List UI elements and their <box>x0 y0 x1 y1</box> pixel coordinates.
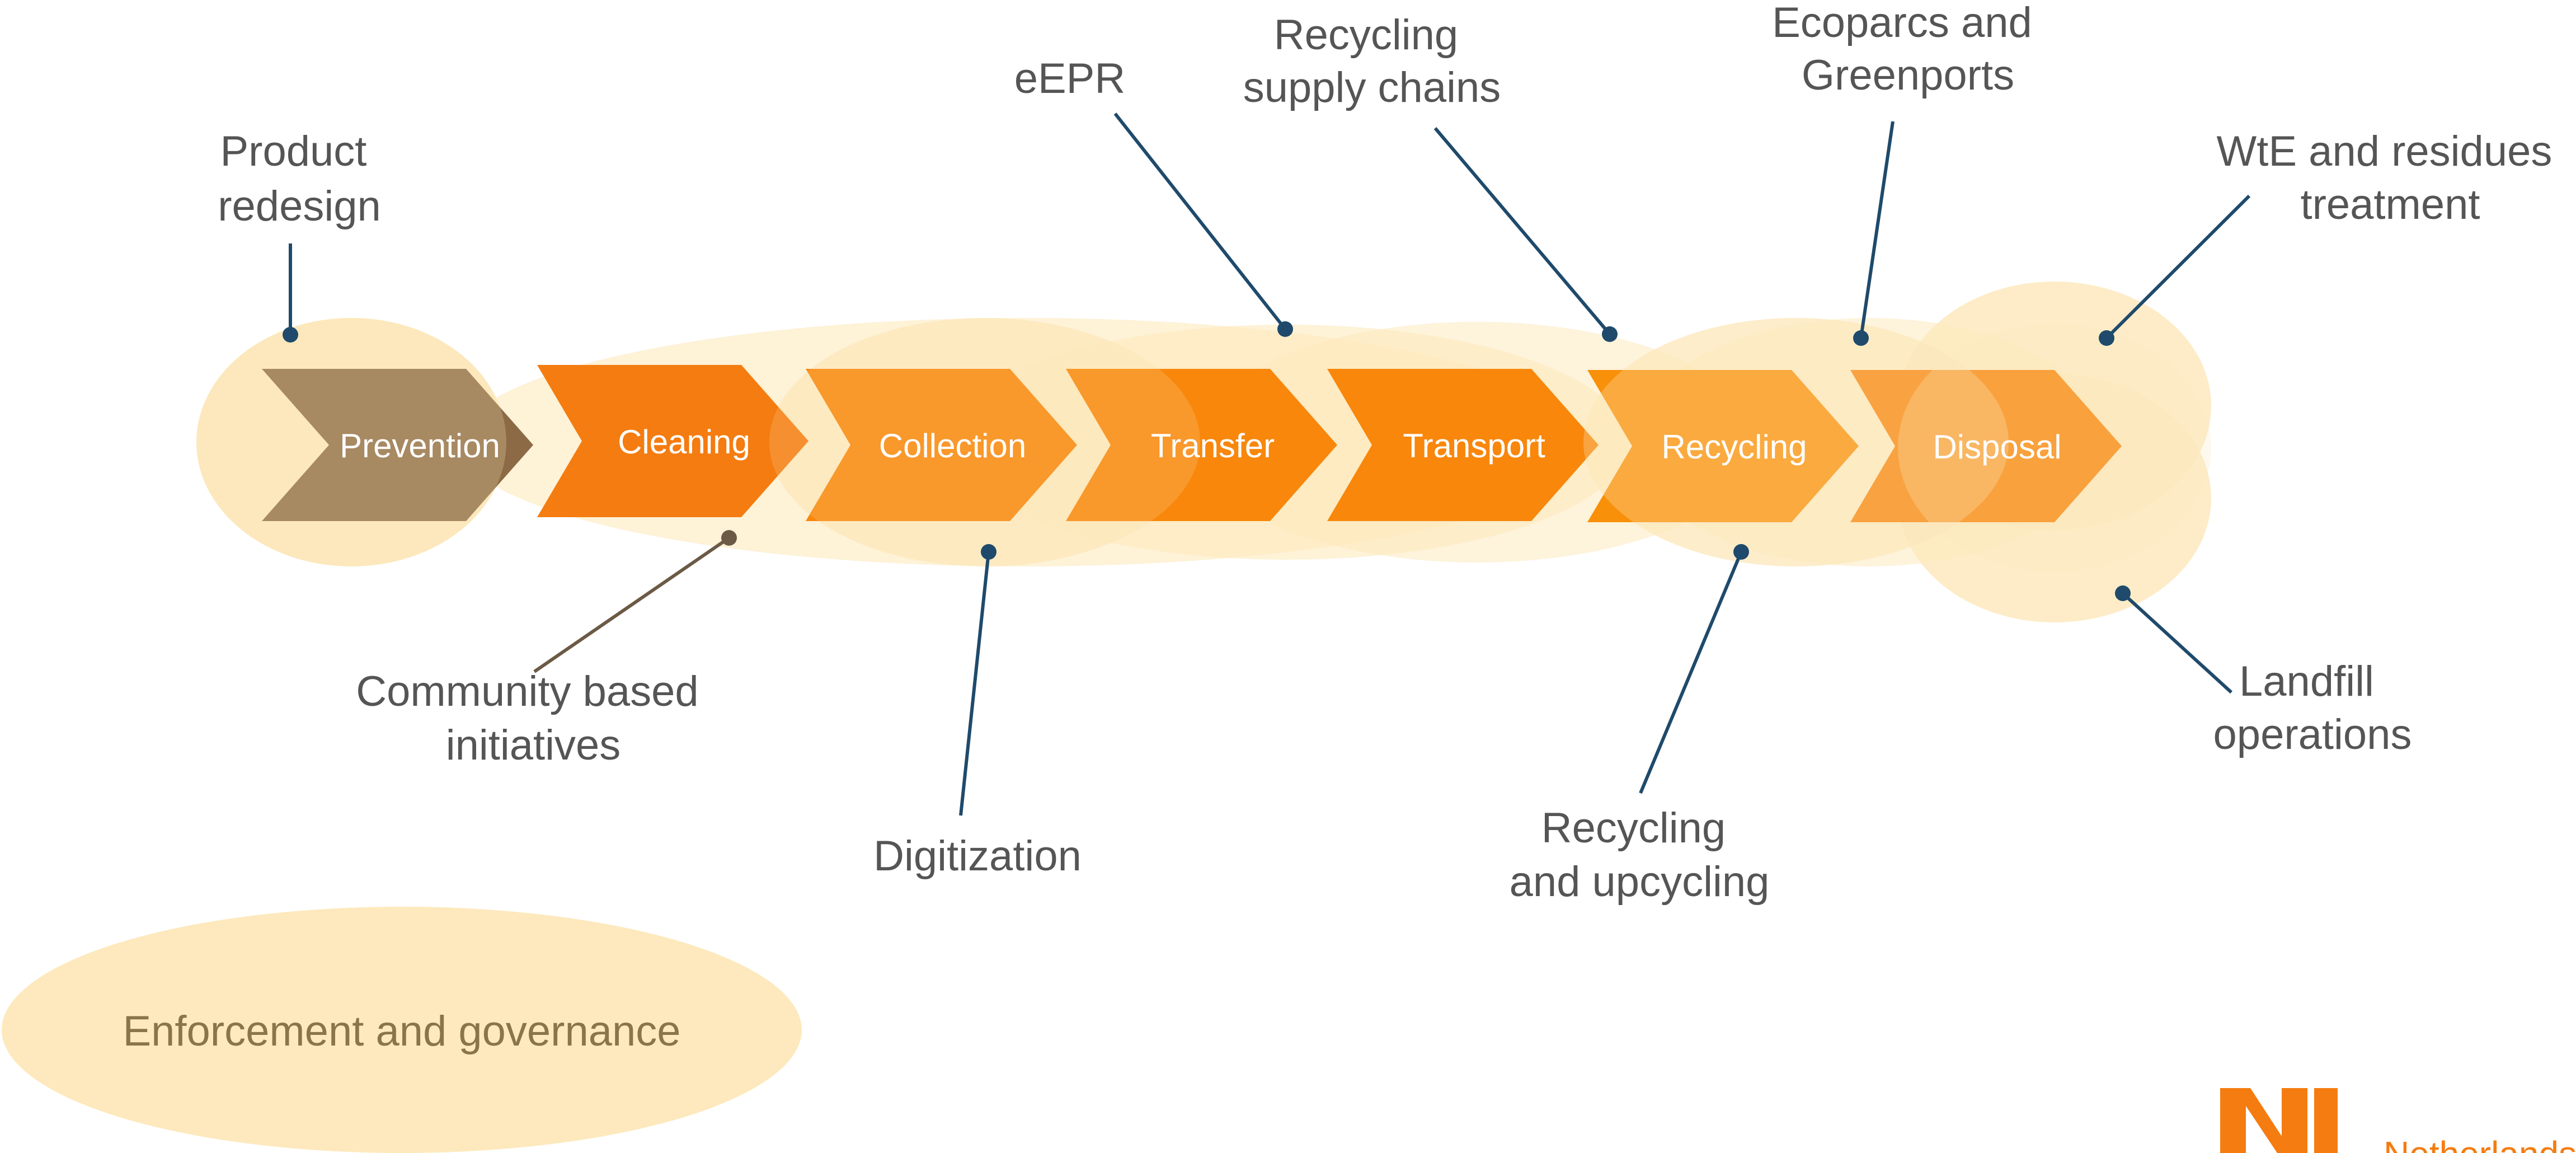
nl-brand-logo: Netherlands <box>2220 1088 2576 1153</box>
connector-community <box>533 536 730 673</box>
callout-line: WtE and residues <box>2217 128 2553 175</box>
connector-dot-recycling-supply-chains <box>1602 326 1618 342</box>
callout-ecoparcs: Ecoparcs and Greenports <box>1772 0 2044 99</box>
callout-community: Community based initiatives <box>356 668 711 769</box>
highlight-overlay <box>196 318 2211 572</box>
chevron-label-transport: Transport <box>1403 427 1545 465</box>
callout-product-redesign: Product redesign <box>218 128 381 230</box>
chevron-label-prevention: Prevention <box>340 427 500 465</box>
logo-mark <box>2220 1088 2307 1153</box>
callout-line: treatment <box>2300 181 2480 228</box>
connector-recycling-upcycling <box>1639 551 1743 794</box>
callout-labels: Product redesign eEPR Recycling supply c… <box>218 0 2564 906</box>
chevron-label-disposal: Disposal <box>1933 428 2061 466</box>
logo-tagline: Netherlands <box>2384 1134 2576 1153</box>
callout-line: Landfill <box>2239 658 2374 705</box>
chevron-label-transfer: Transfer <box>1151 427 1275 465</box>
connector-recycling-supply-chains <box>1433 127 1611 335</box>
connector-dot-community <box>721 530 737 546</box>
chevron-collection <box>806 369 1077 521</box>
stage-chevrons <box>262 365 2122 522</box>
callout-line: Recycling <box>1274 11 1458 59</box>
callout-wte: WtE and residues treatment <box>2217 128 2564 228</box>
connector-ecoparcs <box>1859 121 1895 339</box>
overlay-disposal <box>1898 324 2211 572</box>
connector-dot-recycling-upcycling <box>1733 544 1749 560</box>
callout-line: Greenports <box>1802 51 2014 99</box>
chevron-cleaning <box>537 365 808 517</box>
chevron-disposal <box>1850 370 2122 522</box>
callout-digitization: Digitization <box>873 832 1082 880</box>
stage-labels: Prevention Cleaning Collection Transfer Tran… <box>340 423 2061 466</box>
callout-recycling-upcycling: Recycling and upcycling <box>1510 804 1770 906</box>
connector-dot-ecoparcs <box>1853 330 1869 346</box>
connector-digitization <box>959 551 990 816</box>
callout-line: operations <box>2213 711 2412 758</box>
callout-eepr: eEPR <box>1014 55 1126 102</box>
chevron-label-cleaning: Cleaning <box>618 423 750 461</box>
callout-line: eEPR <box>1014 55 1126 102</box>
overlay-collection <box>769 318 1200 566</box>
callout-line: supply chains <box>1243 64 1501 111</box>
callout-line: and upcycling <box>1510 858 1770 906</box>
connector-eepr <box>1113 113 1287 330</box>
callout-landfill: Landfill operations <box>2213 658 2412 758</box>
overlay-prevention <box>196 318 506 566</box>
chevron-transfer <box>1066 369 1337 521</box>
governance-label: Enforcement and governance <box>123 1007 680 1055</box>
connectors <box>283 113 2251 816</box>
chevron-label-collection: Collection <box>879 427 1026 465</box>
governance-block: Enforcement and governance <box>2 907 802 1153</box>
callout-line: initiatives <box>446 721 621 769</box>
connector-dot-digitization <box>981 544 996 560</box>
connector-dot-eepr <box>1277 321 1293 337</box>
connector-dot-product-redesign <box>283 327 298 343</box>
chevron-label-recycling: Recycling <box>1661 428 1807 466</box>
connector-dot-wte <box>2099 330 2114 346</box>
overlay-recycling <box>1583 318 2009 566</box>
connector-landfill <box>2121 592 2233 694</box>
governance-ellipse <box>2 907 802 1153</box>
connector-wte <box>2105 194 2251 340</box>
chevron-prevention <box>262 369 533 521</box>
connector-dot-landfill <box>2115 585 2131 601</box>
callout-line: Community based <box>356 668 699 715</box>
callout-line: Ecoparcs and <box>1772 0 2032 46</box>
callout-line: Recycling <box>1541 804 1726 852</box>
callout-line: Product <box>220 128 366 175</box>
callout-recycling-supply-chains: Recycling supply chains <box>1243 11 1501 111</box>
chevron-transport <box>1327 369 1599 521</box>
callout-line: Digitization <box>873 832 1082 880</box>
logo-mark-l <box>2314 1088 2338 1153</box>
callout-line: redesign <box>218 182 381 230</box>
chevron-recycling <box>1587 370 1859 522</box>
